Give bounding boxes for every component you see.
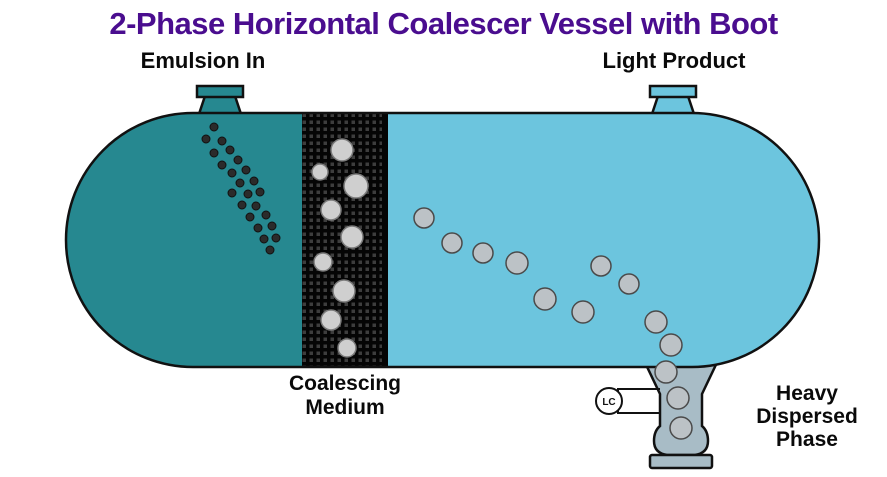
level-controller-bubble xyxy=(595,387,623,415)
label-light-product: Light Product xyxy=(602,48,746,73)
boot xyxy=(638,350,724,470)
level-controller-connection xyxy=(617,388,660,414)
label-coalescing-line2: Medium xyxy=(305,396,385,419)
level-controller: LC xyxy=(595,387,660,415)
diagram-title: 2-Phase Horizontal Coalescer Vessel with… xyxy=(109,6,778,41)
level-controller-label: LC xyxy=(602,397,615,408)
label-heavy-dispersed-phase: Heavy Dispersed Phase xyxy=(756,382,858,451)
boot-flange xyxy=(648,453,714,470)
vessel-outline xyxy=(64,111,821,369)
coalesced-droplets xyxy=(413,207,693,440)
label-emulsion-in: Emulsion In xyxy=(140,48,266,73)
label-heavy-line1: Heavy xyxy=(776,382,838,405)
medium-droplets xyxy=(311,138,369,358)
label-heavy-line3: Phase xyxy=(776,428,838,451)
emulsion-droplet-spray xyxy=(201,122,281,255)
inlet-flange xyxy=(195,84,245,99)
label-heavy-line2: Dispersed xyxy=(756,405,858,428)
label-coalescing-medium: Coalescing Medium xyxy=(289,372,401,420)
label-coalescing-line1: Coalescing xyxy=(288,372,402,395)
outlet-flange xyxy=(648,84,698,99)
